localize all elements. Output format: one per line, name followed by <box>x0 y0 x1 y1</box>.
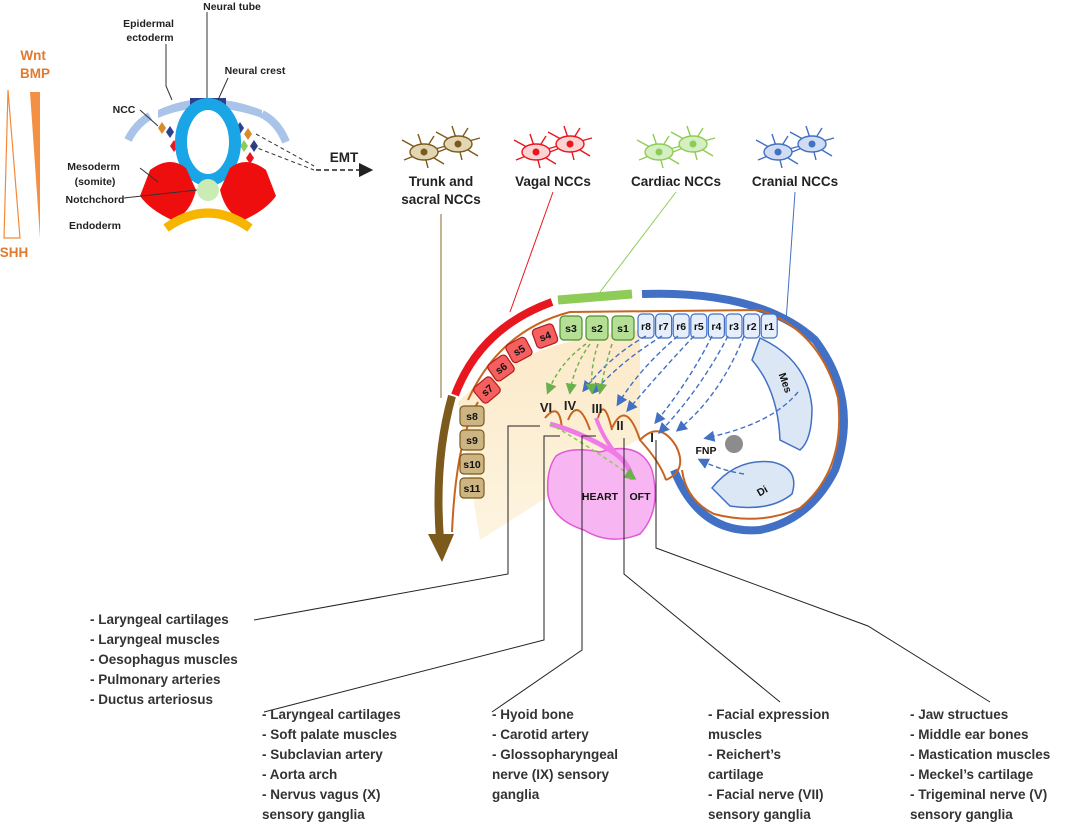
svg-text:s8: s8 <box>466 411 478 423</box>
fate-list-arch-vi: - Laryngeal cartilages- Laryngeal muscle… <box>90 612 238 707</box>
epidermal-ectoderm-label: Epidermal ectoderm <box>123 18 177 44</box>
fnp-label: FNP <box>696 445 717 457</box>
ncc-label-cardiac: Cardiac NCCs <box>631 174 721 189</box>
shh-label: SHH <box>0 245 28 260</box>
trunk-migration-arrow <box>434 394 456 541</box>
neural-crest-label: Neural crest <box>225 65 286 77</box>
svg-text:s5: s5 <box>511 343 527 359</box>
segment-s4: s4 <box>531 323 559 349</box>
svg-text:r8: r8 <box>641 321 651 333</box>
svg-text:s3: s3 <box>565 323 577 335</box>
svg-text:r4: r4 <box>711 321 721 333</box>
segment-s2: s2 <box>585 315 609 341</box>
svg-text:r1: r1 <box>764 321 774 333</box>
segment-r7: r7 <box>654 313 673 339</box>
ncc-cell-trunk <box>401 125 481 169</box>
segment-r4: r4 <box>707 313 726 339</box>
arch-label-i: I <box>650 430 654 445</box>
ncc-cell-cranial <box>755 125 835 169</box>
ncc-label-cranial: Cranial NCCs <box>752 174 838 189</box>
fate-list-arch-iv: - Laryngeal cartilages- Soft palate musc… <box>262 707 401 822</box>
svg-text:s1: s1 <box>617 323 629 335</box>
cardiac-band <box>557 289 633 305</box>
wnt-bmp-label: Wnt BMP <box>20 48 50 81</box>
ncc-cell-cardiac <box>636 125 716 169</box>
segment-r8: r8 <box>637 313 655 339</box>
epidermal-ectoderm <box>158 99 262 118</box>
notochord-label: Notchchord <box>66 194 125 206</box>
segment-r6: r6 <box>672 313 690 339</box>
ncc-label: NCC <box>113 104 136 116</box>
vagal-band <box>451 298 554 397</box>
arch-label-iv: IV <box>564 398 577 413</box>
oft-label: OFT <box>630 491 652 503</box>
svg-text:s2: s2 <box>591 323 603 335</box>
morphogen-gradients: Wnt BMP SHH <box>0 48 50 260</box>
segment-r1: r1 <box>760 313 778 339</box>
segment-s11: s11 <box>459 477 485 499</box>
mesoderm-right <box>220 161 276 220</box>
svg-text:r7: r7 <box>659 321 669 333</box>
endoderm <box>163 208 253 232</box>
mesoderm-label: Mesoderm (somite) <box>67 161 122 188</box>
wnt-bmp-gradient <box>30 92 40 238</box>
embryo-cross-section: Neural tube Epidermal ectoderm Neural cr… <box>66 1 374 232</box>
ncc-label-vagal: Vagal NCCs <box>515 174 591 189</box>
fate-list-arch-iii: - Hyoid bone- Carotid artery- Glossophar… <box>492 707 618 802</box>
ncc-cells-right <box>236 122 258 164</box>
fate-connector-lines <box>253 425 991 713</box>
cardiac-migration-arrows <box>545 343 613 395</box>
segment-s9: s9 <box>459 429 485 451</box>
ncc-cell-vagal <box>513 125 593 169</box>
svg-text:r6: r6 <box>676 321 686 333</box>
neural-tube <box>175 98 241 186</box>
svg-text:s10: s10 <box>463 459 481 471</box>
arch-label-vi: VI <box>540 400 552 415</box>
notochord <box>197 179 219 201</box>
svg-text:r2: r2 <box>747 321 757 333</box>
segment-s5: s5 <box>505 336 533 364</box>
neural-tube-label: Neural tube <box>203 1 261 13</box>
segment-s6: s6 <box>487 354 515 382</box>
svg-text:r5: r5 <box>694 321 704 333</box>
segment-s8: s8 <box>459 405 485 427</box>
svg-text:s9: s9 <box>466 435 478 447</box>
segment-s7: s7 <box>473 376 501 404</box>
endoderm-label: Endoderm <box>69 220 121 232</box>
eye <box>725 435 743 453</box>
mesoderm-left <box>140 161 196 220</box>
heart-label: HEART <box>582 491 619 503</box>
diencephalon <box>710 460 795 509</box>
arch-label-ii: II <box>616 418 623 433</box>
ncc-cell-illustrations <box>401 125 835 169</box>
fate-list-arch-i: - Jaw structues- Middle ear bones- Masti… <box>910 707 1050 822</box>
shh-gradient <box>3 89 21 239</box>
segment-s3: s3 <box>559 315 583 341</box>
segment-r5: r5 <box>690 313 708 339</box>
fate-lists: - Laryngeal cartilages- Laryngeal muscle… <box>90 612 1050 822</box>
emt-label: EMT <box>330 150 359 165</box>
cranial-band <box>641 289 848 535</box>
segment-r2: r2 <box>742 313 761 339</box>
segment-r3: r3 <box>725 313 743 339</box>
segment-s10: s10 <box>459 453 485 475</box>
svg-text:s4: s4 <box>538 329 553 344</box>
mesencephalon <box>751 336 813 451</box>
embryo-neural-outline <box>467 308 841 520</box>
arch-label-iii: III <box>592 401 603 416</box>
segment-s1: s1 <box>611 315 635 341</box>
ncc-connector-lines <box>440 191 796 398</box>
svg-text:r3: r3 <box>729 321 739 333</box>
svg-text:s11: s11 <box>464 483 481 495</box>
